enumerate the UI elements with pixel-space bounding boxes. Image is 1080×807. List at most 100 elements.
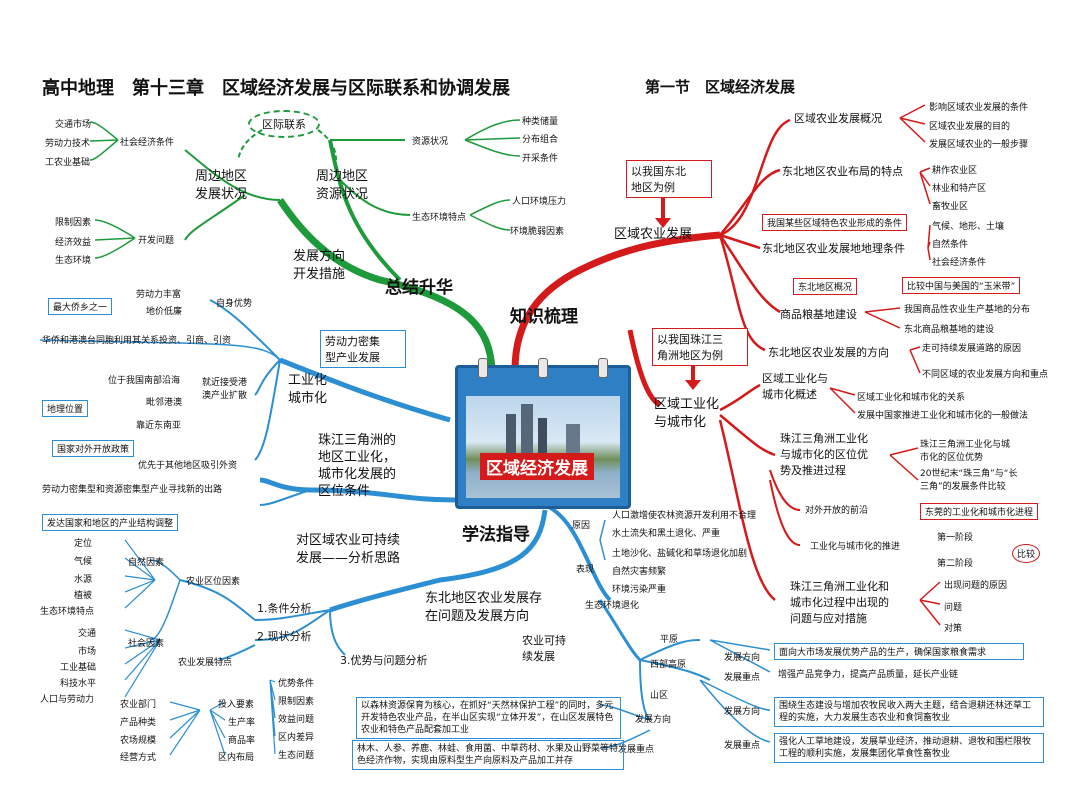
agri-direction: 东北地区农业发展的方向 <box>768 346 889 359</box>
adv-item: 限制因素 <box>278 697 315 707</box>
page-title: 高中地理 第十三章 区域经济发展与区际联系和协调发展 <box>42 78 510 99</box>
agri-geo-item: 自然条件 <box>932 240 969 250</box>
eco-feature: 生态环境特点 <box>412 213 467 223</box>
center-label: 区域经济发展 <box>480 453 594 480</box>
problem-item: 限制因素 <box>55 218 92 228</box>
industry-example-box: 以我国珠江三 角洲地区为例 <box>652 328 748 366</box>
self-item: 劳动力丰富 <box>136 290 182 300</box>
geo-item: 位于我国南部沿海 <box>108 376 181 386</box>
agri-layout-item: 畜牧业区 <box>932 202 969 212</box>
problem-item: 经济效益 <box>55 238 92 248</box>
industry-overview: 区域工业化与 城市化概述 <box>762 372 828 401</box>
industry-overview-item: 发展中国家推进工业化和城市化的一般做法 <box>857 411 1029 421</box>
agri-layout: 东北地区农业布局的特点 <box>782 165 903 178</box>
agri-geo-item: 气候、地形、土壤 <box>932 222 1005 232</box>
hometown-box: 最大侨乡之一 <box>48 298 113 315</box>
show-item: 环境污染严重 <box>612 585 667 595</box>
near-hk: 就近接受港 澳产业扩散 <box>202 378 248 401</box>
social-cond: 社会经济条件 <box>120 138 175 148</box>
show-item: 土地沙化、盐碱化和草场退化加剧 <box>612 549 748 559</box>
metric-item: 投入要素 <box>218 700 255 710</box>
social-factor-item: 人口与劳动力 <box>40 695 95 705</box>
resource-item: 开采条件 <box>522 154 559 164</box>
calendar-rings <box>478 358 608 378</box>
grain-item: 我国商品性农业生产基地的分布 <box>904 305 1031 315</box>
industry-overview-item: 区域工业化和城市化的关系 <box>857 393 966 403</box>
mountain-label: 山区 <box>650 691 669 701</box>
agri-direction-item: 不同区域的农业发展方向和重点 <box>922 370 1049 380</box>
branch-summary: 总结升华 <box>385 278 453 298</box>
cause-item: 人口激增使农林资源开发利用不合理 <box>612 511 757 521</box>
metric-item: 区内布局 <box>218 753 255 763</box>
industry-problem-item: 问题 <box>944 603 963 613</box>
branch-knowledge: 知识梳理 <box>510 307 578 327</box>
step2: 2.现状分析 <box>257 630 312 643</box>
west-focus-label: 发展重点 <box>724 741 761 751</box>
self-item: 地价低廉 <box>146 307 183 317</box>
metric-item: 商品率 <box>228 736 256 746</box>
center-card: 区域经济发展 <box>455 358 631 509</box>
industry-problem-item: 出现问题的原因 <box>944 581 1008 591</box>
problem-item: 生态环境 <box>55 256 92 266</box>
resource-status: 资源状况 <box>412 137 449 147</box>
cause-label: 原因 <box>572 521 591 531</box>
feature-item: 农场规模 <box>120 736 157 746</box>
agri-overview-item: 发展区域农业的一般步骤 <box>929 140 1029 150</box>
overseas: 华侨和港澳台同胞利用其关系投资、引商、引资 <box>42 336 232 346</box>
eco-degrade: 生态环境退化 <box>585 601 640 611</box>
step1: 1.条件分析 <box>257 602 312 615</box>
geo-item: 靠近东南亚 <box>136 421 182 431</box>
agri-overview-item: 影响区域农业发展的条件 <box>929 103 1029 113</box>
natural-item: 气候 <box>74 557 93 567</box>
formation-box: 我国某些区域特色农业形成的条件 <box>762 214 908 231</box>
natural-item: 定位 <box>74 539 93 549</box>
features: 农业发展特点 <box>178 658 233 668</box>
natural-item: 植被 <box>74 591 93 601</box>
agri-layout-item: 耕作农业区 <box>932 166 978 176</box>
show-label: 表现 <box>576 565 595 575</box>
natural-item: 生态环境特点 <box>40 607 95 617</box>
northeast-title: 东北地区农业发展存 在问题及发展方向 <box>425 591 543 624</box>
adv-item: 优势条件 <box>278 679 315 689</box>
surround-dev: 周边地区 发展状况 <box>195 169 248 202</box>
grain-base: 商品粮基地建设 <box>780 308 857 321</box>
agri-direction-item: 走可持续发展道路的原因 <box>922 344 1022 354</box>
industry-loc-item: 20世纪末“珠三角”与“长 三角”的发展条件比较 <box>920 469 1018 492</box>
feature-item: 农业部门 <box>120 700 157 710</box>
eco-item: 环境脆弱因素 <box>510 227 565 237</box>
advance: 工业化与城市化的推进 <box>810 542 901 552</box>
labor-out: 劳动力密集型和资源密集型产业寻找新的出路 <box>42 485 223 495</box>
self-adv: 自身优势 <box>216 299 253 309</box>
west-dir-label: 发展方向 <box>724 707 761 717</box>
dev-direction: 发展方向 开发措施 <box>293 249 346 282</box>
mtn-focus-box: 林木、人参、养鹿、林蛙、食用菌、中草药材、水果及山野菜等特色经济作物，实现由原料… <box>352 740 624 770</box>
compare-bubble: 比较 <box>1012 544 1041 563</box>
dongguan-box: 东莞的工业化和城市化进程 <box>920 503 1039 520</box>
urbanization: 工业化 城市化 <box>288 373 328 406</box>
adv-item: 生态问题 <box>278 751 315 761</box>
industry-loc-item: 珠江三角洲工业化与城 市化的区位优势 <box>920 440 1011 463</box>
industry-problems: 珠江三角洲工业化和 城市化过程中出现的 问题与应对措施 <box>790 580 889 625</box>
west-focus-box: 强化人工草地建设，发展草业经济，推动退耕、退牧和围栏限牧工程的顺利实施，发展集团… <box>774 733 1044 763</box>
branch-method: 学法指导 <box>462 525 530 545</box>
social-factor-item: 科技水平 <box>60 679 97 689</box>
page-subtitle: 第一节 区域经济发展 <box>645 78 796 96</box>
social-item: 工农业基础 <box>45 158 91 168</box>
geo-item: 毗邻港澳 <box>146 398 183 408</box>
industry-location: 珠江三角洲工业化 与城市化的区位优 势及推进过程 <box>780 432 868 477</box>
stage1: 第一阶段 <box>937 533 974 543</box>
regional-link-bubble: 区际联系 <box>248 110 320 138</box>
industry-problem-item: 对策 <box>944 624 963 634</box>
plain-dir-label: 发展方向 <box>724 653 761 663</box>
social-factor: 社会因素 <box>128 639 165 649</box>
agri-dev-title: 区域农业发展 <box>614 227 693 242</box>
analysis-title: 对区域农业可持续 发展——分析思路 <box>296 533 401 566</box>
corn-belt-box: 比较中国与美国的“玉米带” <box>902 277 1021 294</box>
plain-focus-label: 发展重点 <box>724 673 761 683</box>
stage2: 第二阶段 <box>937 559 974 569</box>
social-factor-item: 交通 <box>78 629 97 639</box>
eco-item: 人口环境压力 <box>512 197 567 207</box>
feature-item: 产品种类 <box>120 718 157 728</box>
metric-item: 生产率 <box>228 718 256 728</box>
